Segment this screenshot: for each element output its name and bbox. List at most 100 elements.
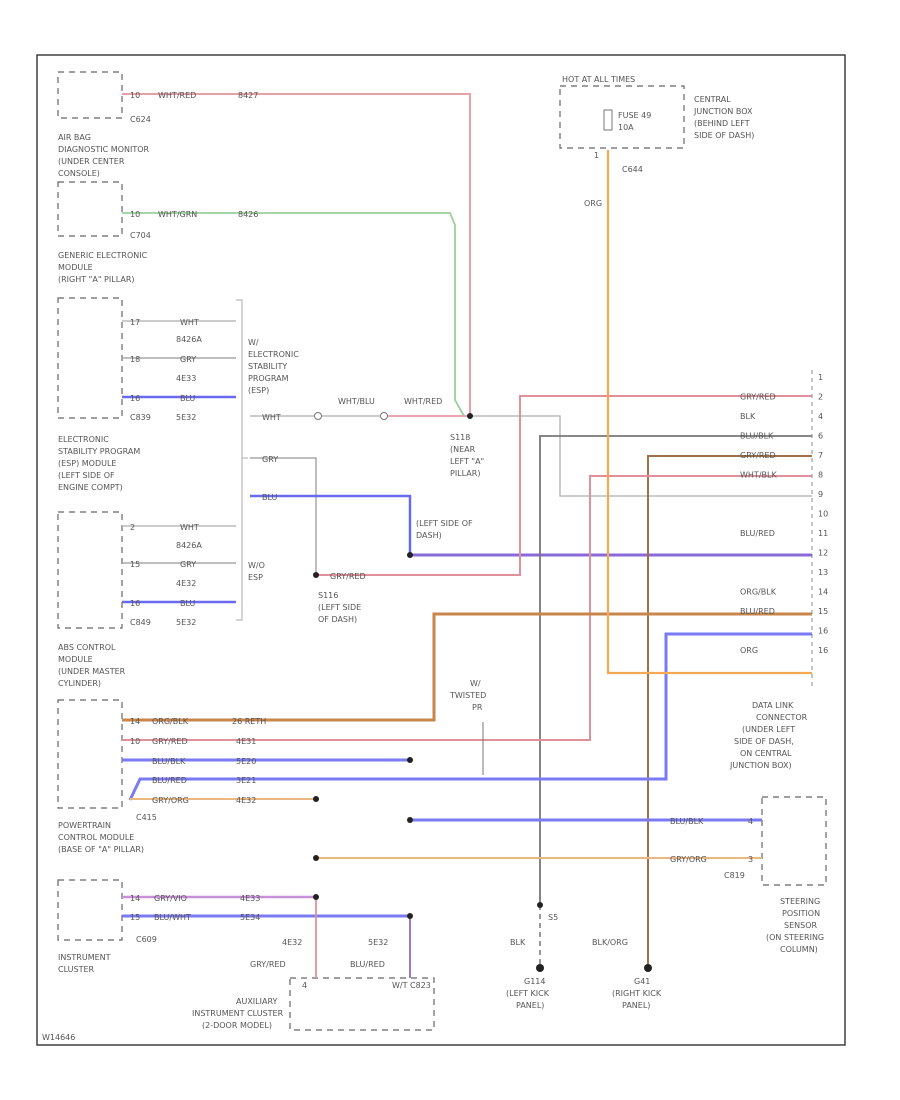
hot-at-all-times-label: HOT AT ALL TIMES (562, 75, 635, 84)
dlc-wire-color: ORG (740, 646, 758, 655)
svg-text:C644: C644 (622, 165, 643, 174)
dlc-pin-number: 14 (818, 588, 828, 597)
dlc-pin-number: 6 (818, 432, 823, 441)
ground-g41: G41 (634, 977, 650, 986)
dlc-pin-number: 11 (818, 529, 828, 538)
circuit-label: 8427 (238, 91, 258, 100)
svg-text:GRY/RED: GRY/RED (250, 960, 286, 969)
svg-text:GRY: GRY (262, 455, 278, 464)
svg-text:GRY/VIO: GRY/VIO (154, 894, 187, 903)
svg-text:WHT/BLU: WHT/BLU (338, 397, 375, 406)
dlc-wire-color: ORG/BLK (740, 588, 777, 597)
dlc-wire-color: BLU/RED (740, 607, 775, 616)
esp-module-box (57, 297, 123, 419)
gem-label: GENERIC ELECTRONIC (58, 251, 148, 260)
dlc-pin-number: 9 (818, 490, 823, 499)
svg-text:(NEAR: (NEAR (450, 445, 476, 454)
wire-esp-blu-down (250, 494, 412, 555)
diagram-frame (36, 54, 846, 1046)
wire-esp-gry-down (250, 457, 317, 575)
dlc-pin-number: 16 (818, 627, 828, 636)
splice-dots (313, 413, 652, 972)
svg-text:ORG/BLK: ORG/BLK (152, 717, 189, 726)
svg-text:8426: 8426 (238, 210, 258, 219)
dlc-wire-color: WHT/BLK (740, 471, 777, 480)
splice-s118: S118 (450, 433, 470, 442)
svg-text:BLK/ORG: BLK/ORG (592, 938, 628, 947)
svg-text:C839: C839 (130, 413, 151, 422)
svg-text:C704: C704 (130, 231, 151, 240)
svg-text:W/T C823: W/T C823 (392, 981, 431, 990)
svg-text:(ESP): (ESP) (248, 386, 269, 395)
svg-text:5E32: 5E32 (176, 618, 196, 627)
svg-text:PANEL): PANEL) (622, 1001, 650, 1010)
steering-sensor-box (761, 796, 827, 886)
svg-text:(LEFT SIDE OF: (LEFT SIDE OF (58, 471, 115, 480)
dlc-wire-color: BLU/RED (740, 529, 775, 538)
svg-text:INSTRUMENT CLUSTER: INSTRUMENT CLUSTER (192, 1009, 284, 1018)
svg-text:C415: C415 (136, 813, 157, 822)
svg-text:WHT: WHT (262, 413, 281, 422)
svg-text:5E34: 5E34 (240, 913, 260, 922)
svg-text:S5: S5 (548, 913, 558, 922)
svg-text:BLU: BLU (180, 394, 196, 403)
wire-gry-red-dlc (316, 395, 812, 576)
svg-text:14: 14 (130, 717, 140, 726)
dlc-wire-color: BLU/BLK (740, 432, 774, 441)
esp-bracket (236, 299, 243, 621)
svg-text:BLK: BLK (510, 938, 526, 947)
svg-text:MODULE: MODULE (58, 263, 93, 272)
svg-text:8426A: 8426A (176, 335, 202, 344)
svg-text:COLUMN): COLUMN) (780, 945, 818, 954)
svg-text:SIDE OF DASH,: SIDE OF DASH, (734, 737, 794, 746)
svg-text:5E32: 5E32 (368, 938, 388, 947)
svg-text:JUNCTION BOX: JUNCTION BOX (693, 107, 753, 116)
svg-text:4E33: 4E33 (240, 894, 260, 903)
svg-text:CLUSTER: CLUSTER (58, 965, 95, 974)
svg-text:3: 3 (748, 855, 753, 864)
svg-text:16: 16 (130, 599, 140, 608)
dlc-pin-number: 1 (818, 373, 823, 382)
pcm-box (57, 699, 123, 809)
svg-text:C609: C609 (136, 935, 157, 944)
svg-text:17: 17 (130, 318, 140, 327)
abs-label: ABS CONTROL (58, 643, 116, 652)
dlc-pin-number: 4 (818, 412, 823, 421)
dlc-wire-color: GRY/RED (740, 451, 776, 460)
svg-text:5E32: 5E32 (176, 413, 196, 422)
svg-text:DIAGNOSTIC MONITOR: DIAGNOSTIC MONITOR (58, 145, 150, 154)
svg-text:ELECTRONIC: ELECTRONIC (248, 350, 299, 359)
wire-air-bag-wht-red (122, 93, 471, 416)
splice-s116: S116 (318, 591, 338, 600)
svg-text:5E20: 5E20 (236, 757, 256, 766)
esp-option-label: W/ (248, 338, 259, 347)
svg-text:STABILITY: STABILITY (248, 362, 287, 371)
svg-text:GRY: GRY (180, 560, 196, 569)
diagram-footer: W14646 (42, 1033, 75, 1042)
svg-text:(ESP) MODULE: (ESP) MODULE (58, 459, 116, 468)
svg-text:LEFT "A": LEFT "A" (450, 457, 484, 466)
svg-text:MODULE: MODULE (58, 655, 93, 664)
aux-cluster-label: AUXILIARY (236, 997, 278, 1006)
wire-blk-org (647, 455, 812, 965)
svg-text:GRY/ORG: GRY/ORG (670, 855, 707, 864)
svg-text:C849: C849 (130, 618, 151, 627)
pcm-label: POWERTRAIN (58, 821, 111, 830)
svg-text:18: 18 (130, 355, 140, 364)
wire-org-power (606, 150, 812, 675)
instrument-cluster-box (57, 879, 123, 941)
svg-text:JUNCTION BOX): JUNCTION BOX) (729, 761, 792, 770)
left-dash-splice-label: (LEFT SIDE OF (416, 519, 473, 528)
svg-text:(BASE OF "A" PILLAR): (BASE OF "A" PILLAR) (58, 845, 144, 854)
svg-text:GRY/ORG: GRY/ORG (152, 796, 189, 805)
svg-text:WHT: WHT (180, 318, 199, 327)
svg-text:3E21: 3E21 (236, 776, 256, 785)
svg-text:ESP: ESP (248, 573, 263, 582)
dlc-pin-number: 8 (818, 471, 823, 480)
svg-text:C819: C819 (724, 871, 745, 880)
gem-box (57, 181, 123, 237)
svg-text:2: 2 (130, 523, 135, 532)
svg-text:BLU/BLK: BLU/BLK (670, 817, 704, 826)
